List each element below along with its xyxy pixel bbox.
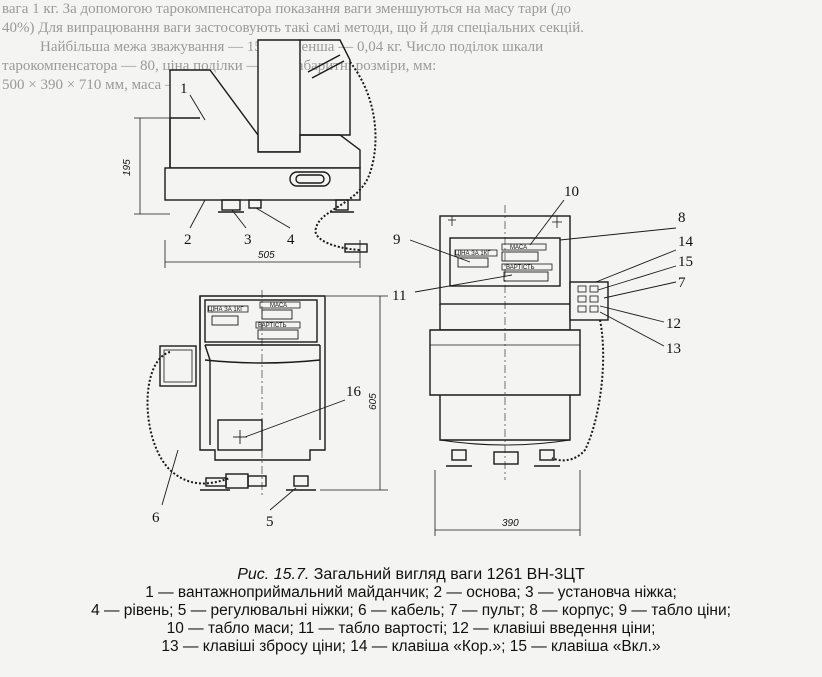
callout-8: 8 bbox=[678, 210, 686, 226]
dimension-height-side: 195 bbox=[122, 159, 133, 176]
caption-line: 1 — вантажноприймальний майданчик; 2 — о… bbox=[145, 584, 677, 601]
callout-15: 15 bbox=[678, 254, 693, 270]
callout-16: 16 bbox=[346, 384, 362, 400]
display-label-price-right: ЦІНА ЗА 1КГ bbox=[455, 251, 491, 257]
callout-13: 13 bbox=[666, 341, 681, 357]
header-paragraph: вага 1 кг. За допомогою тарокомпенсатора… bbox=[0, 0, 822, 95]
display-label-cost-right: ВАРТІСТЬ bbox=[506, 265, 535, 271]
figure-caption: Рис. 15.7. Загальний вигляд ваги 1261 ВН… bbox=[0, 566, 822, 656]
callout-1: 1 bbox=[180, 81, 188, 97]
caption-figure-title: Загальний вигляд ваги 1261 ВН-3ЦТ bbox=[309, 566, 585, 583]
dimension-width-side: 505 bbox=[258, 250, 275, 261]
callout-11: 11 bbox=[392, 288, 406, 304]
display-label-cost: ВАРТІСТЬ bbox=[258, 323, 287, 329]
caption-title: Рис. 15.7. Загальний вигляд ваги 1261 ВН… bbox=[0, 566, 822, 584]
callout-10: 10 bbox=[564, 184, 579, 200]
caption-figure-number: Рис. 15.7. bbox=[237, 566, 310, 583]
caption-line: 10 — табло маси; 11 — табло вартості; 12… bbox=[166, 620, 656, 637]
dimension-width-right: 390 bbox=[502, 518, 519, 529]
callout-2: 2 bbox=[184, 232, 192, 248]
dimension-height-front: 605 bbox=[368, 393, 379, 410]
callout-7: 7 bbox=[678, 275, 686, 291]
callout-14: 14 bbox=[678, 234, 694, 250]
display-label-mass-right: МАСА bbox=[510, 245, 527, 251]
right-view bbox=[409, 199, 677, 536]
callout-4: 4 bbox=[287, 232, 295, 248]
callout-6: 6 bbox=[152, 510, 160, 526]
header-line: 500 × 390 × 710 мм, маса — 25 кг. bbox=[2, 77, 218, 93]
display-label-price: ЦІНА ЗА 1КГ bbox=[208, 307, 244, 313]
callout-9: 9 bbox=[393, 232, 401, 248]
header-line: 40%) Для випрацювання ваги застосовують … bbox=[2, 20, 585, 36]
callout-3: 3 bbox=[244, 232, 252, 248]
caption-line: 4 — рівень; 5 — регулювальні ніжки; 6 — … bbox=[91, 602, 731, 619]
scale-technical-drawing: ЦІНА ЗА 1КГ МАСА ВАРТІСТЬ ЦІНА ЗА 1КГ МА… bbox=[122, 39, 694, 536]
callout-5: 5 bbox=[266, 514, 274, 530]
side-view bbox=[134, 39, 377, 268]
caption-line: 13 — клавіші збросу ціни; 14 — клавіша «… bbox=[161, 638, 661, 655]
header-line: вага 1 кг. За допомогою тарокомпенсатора… bbox=[2, 1, 571, 17]
front-view bbox=[146, 290, 388, 511]
callout-12: 12 bbox=[666, 316, 681, 332]
display-label-mass: МАСА bbox=[270, 303, 287, 309]
